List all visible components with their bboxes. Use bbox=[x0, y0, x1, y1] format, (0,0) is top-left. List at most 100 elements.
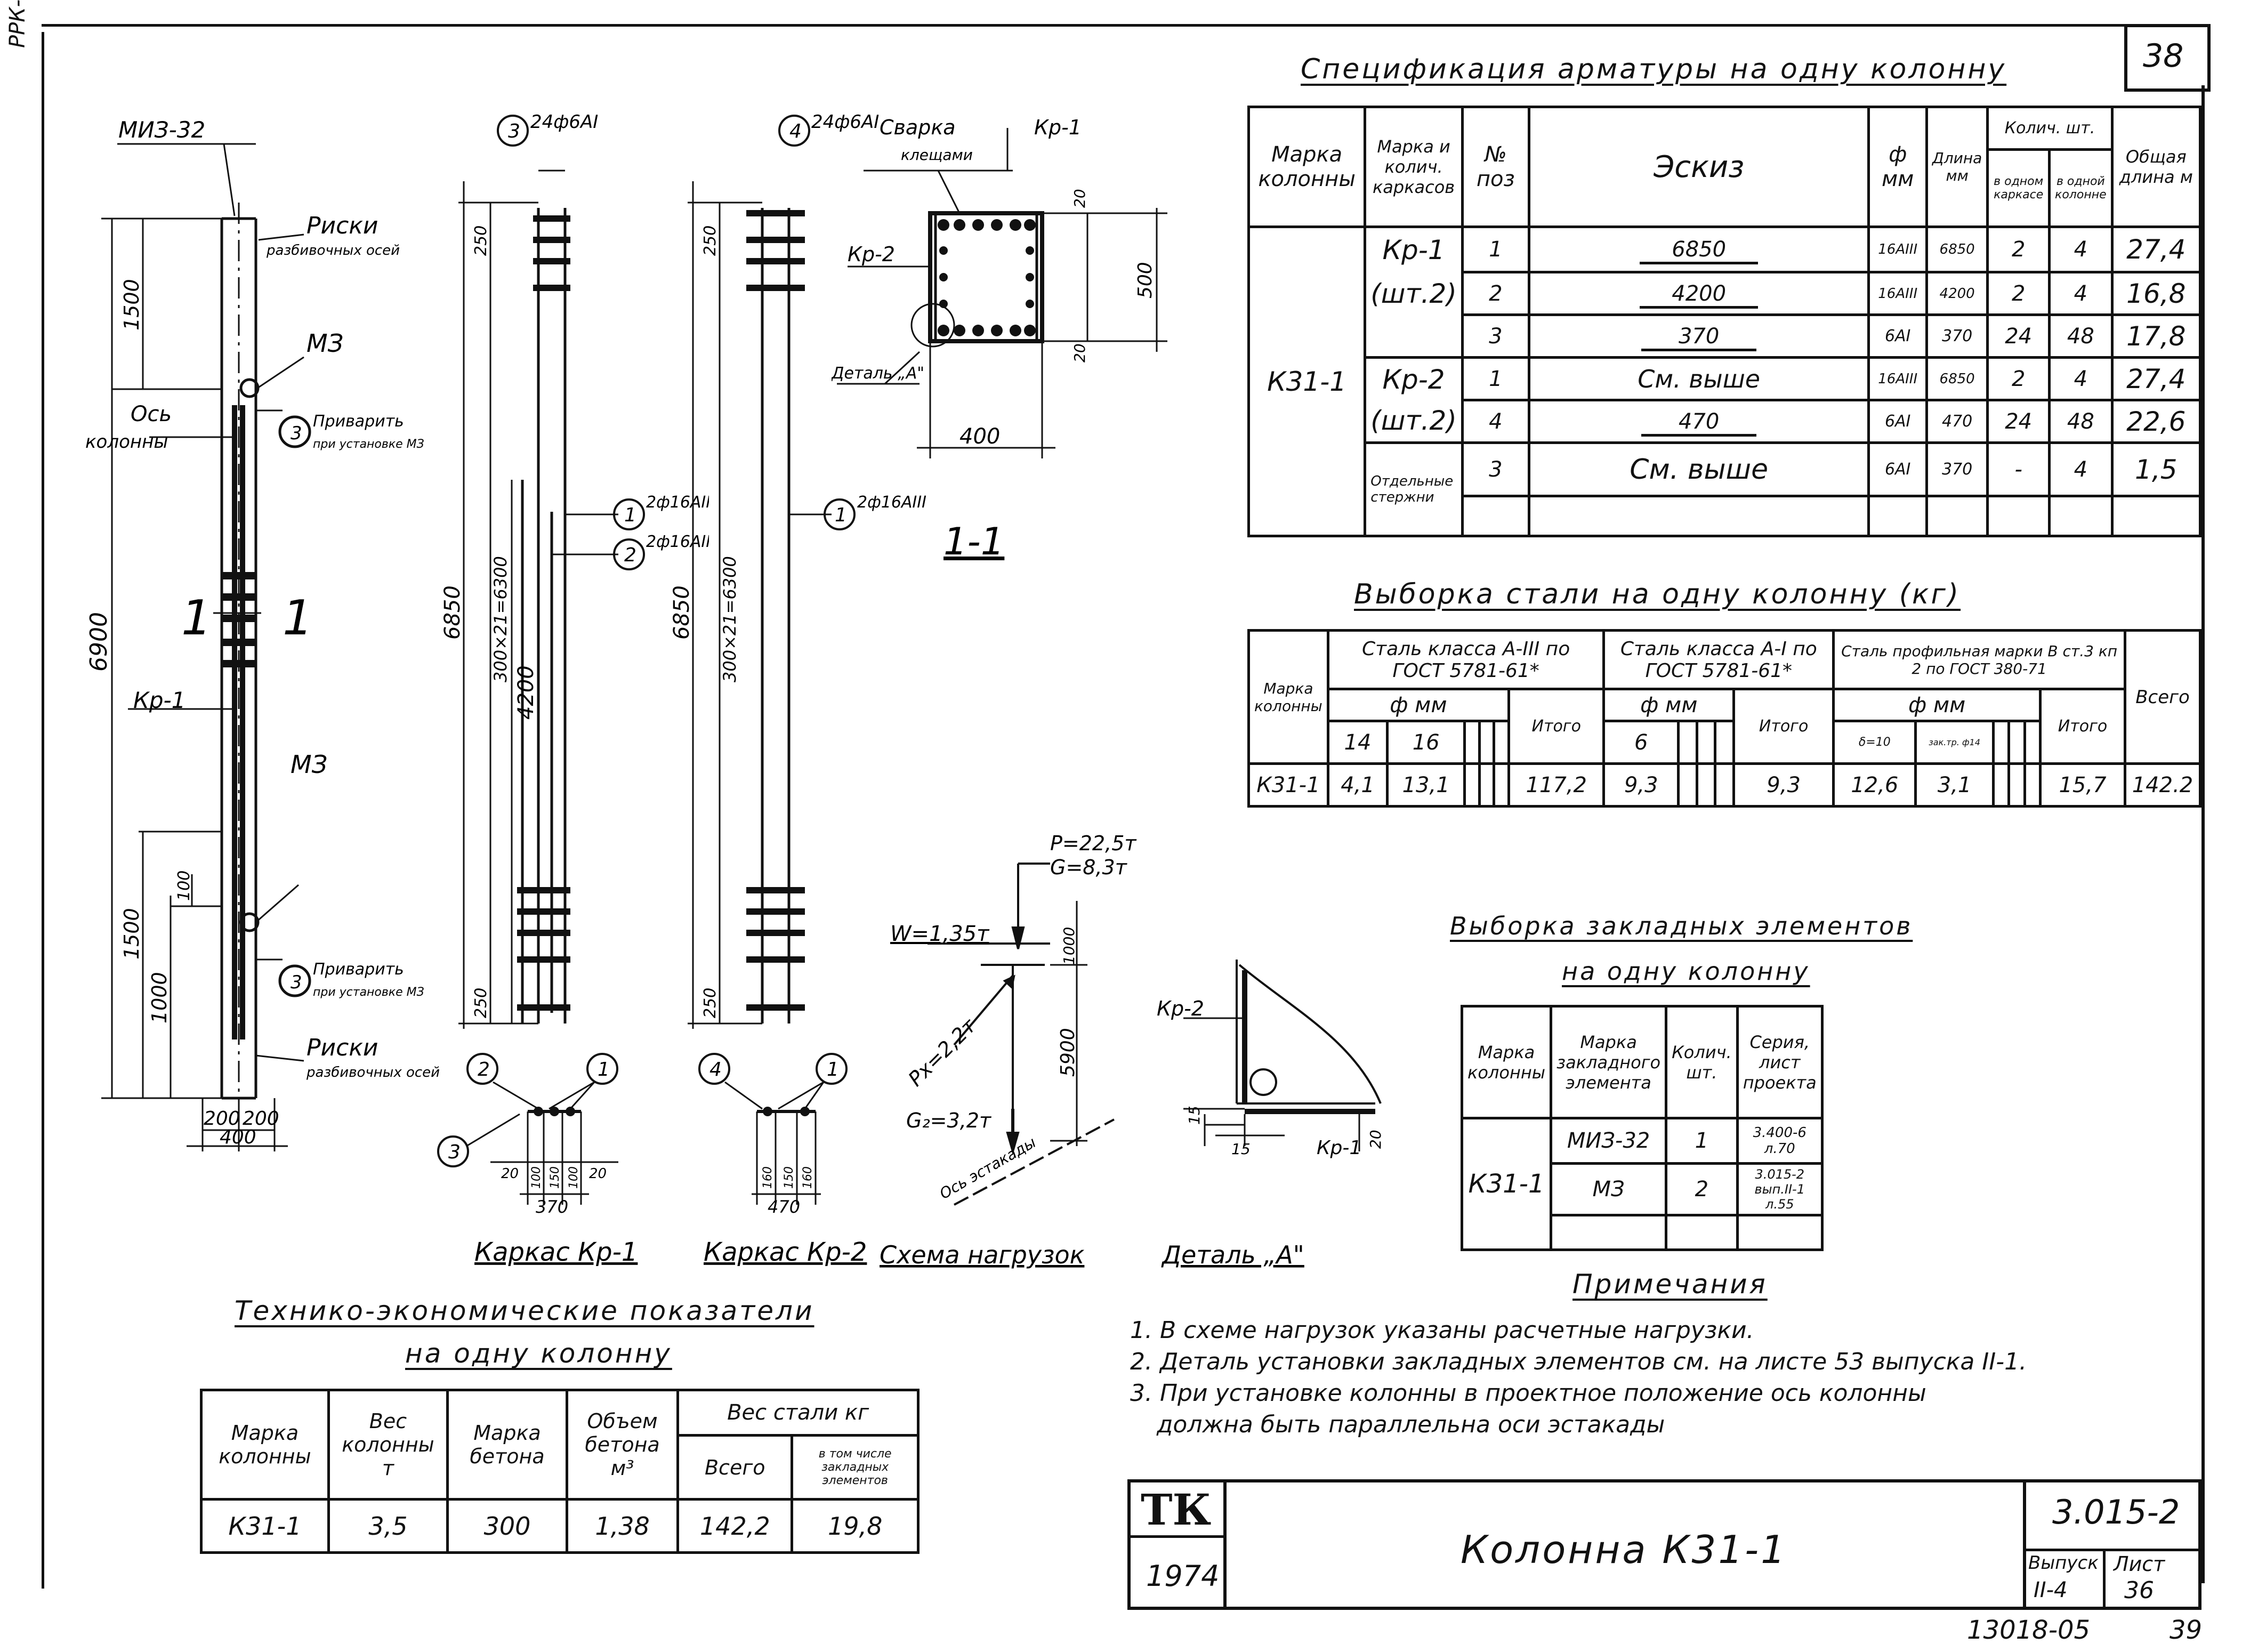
m3a-label: МЗ bbox=[307, 329, 343, 358]
spec-cell: 4 bbox=[2048, 225, 2114, 273]
steel-cell bbox=[1463, 762, 1481, 808]
tech-cell: К31-1 bbox=[200, 1498, 330, 1554]
tech-cell: 142,2 bbox=[676, 1498, 794, 1554]
steel-table: Марка колонны Сталь класса А-III по ГОСТ… bbox=[1247, 629, 2201, 808]
c2-dim-6850: 6850 bbox=[670, 585, 694, 640]
k1-pos3: 3 bbox=[448, 1141, 461, 1163]
detail-a-title: Деталь „А" bbox=[1161, 1240, 1304, 1269]
steel-cell bbox=[1695, 762, 1717, 808]
k1-dim-w1: 100 bbox=[530, 1166, 543, 1189]
spec-cell: 6AI bbox=[1867, 441, 1928, 497]
kp1-label: Кр-1 bbox=[133, 687, 186, 713]
spec-cell: 22,6 bbox=[2110, 399, 2202, 444]
spec-row: К31-1 Кр-1 1 6850 16AIII 6850 2 4 27,4 bbox=[1247, 225, 2202, 537]
spec-cell: 470 bbox=[1527, 399, 1870, 444]
c1-dim-4200: 4200 bbox=[514, 665, 538, 720]
c1-dim-6850: 6850 bbox=[440, 585, 465, 640]
load-p: P=22,5т bbox=[1050, 832, 1137, 855]
sec-dim-500: 500 bbox=[1134, 262, 1156, 299]
stamp-logo: ТК bbox=[1141, 1485, 1212, 1535]
spec-cell: 27,4 bbox=[2110, 356, 2202, 401]
steel-h-blank bbox=[1463, 720, 1481, 765]
tech-cell: 19,8 bbox=[791, 1498, 920, 1554]
stamp-issue: II-4 bbox=[2034, 1578, 2068, 1602]
spec-row: (шт.2) 4 470 6AI 470 24 48 22,6 bbox=[1249, 399, 2202, 444]
tech-subtitle: на одну колонну bbox=[405, 1338, 672, 1369]
spec-sketch: 370 bbox=[1641, 324, 1757, 351]
stamp-issue-label: Выпуск bbox=[2028, 1552, 2099, 1574]
spec-cell: 6AI bbox=[1867, 313, 1928, 359]
spec-cell: 6850 bbox=[1527, 225, 1870, 273]
spec-cell: 470 bbox=[1925, 399, 1989, 444]
note-item: должна быть параллельна оси эстакады bbox=[1157, 1411, 1665, 1438]
notes-list: 1. В схеме нагрузок указаны расчетные на… bbox=[1130, 1317, 2027, 1438]
note-item: 2. Деталь установки закладных элементов … bbox=[1130, 1348, 2027, 1375]
sheet-number-top: 38 bbox=[2143, 37, 2184, 75]
load-g2: G₂=3,2т bbox=[906, 1109, 992, 1132]
detail-dim-15b: 15 bbox=[1231, 1140, 1251, 1158]
stamp-divider bbox=[2103, 1549, 2106, 1610]
sec-dim-20b: 20 bbox=[1071, 343, 1088, 362]
weld2b-label: при установке МЗ bbox=[313, 986, 424, 999]
steel-h-d6: 6 bbox=[1602, 720, 1680, 765]
spec-cell: 2 bbox=[1986, 356, 2051, 401]
frame-top bbox=[42, 24, 2126, 27]
sheet-number-bottom: 39 bbox=[2170, 1615, 2203, 1645]
spec-row: Кр-2 1 См. выше 16AIII 6850 2 4 27,4 bbox=[1249, 356, 2202, 401]
spec-cell: 24 bbox=[1986, 399, 2051, 444]
steel-cell: 3,1 bbox=[1914, 762, 1995, 808]
sec-kp1-label: Кр-1 bbox=[1034, 116, 1082, 139]
section-mark-right: 1 bbox=[283, 590, 313, 646]
steel-cell: 117,2 bbox=[1507, 762, 1606, 808]
tech-h-beton: Марка бетона bbox=[446, 1389, 568, 1501]
riski2-label: Риски bbox=[307, 1034, 378, 1061]
spec-cell: 6850 bbox=[1925, 356, 1989, 401]
steel-cell: 9,3 bbox=[1602, 762, 1680, 808]
k1-dim-20b: 20 bbox=[589, 1166, 607, 1182]
c2-bar1: 2ф16AIII bbox=[857, 493, 926, 512]
weld1-label: Приварить bbox=[313, 412, 404, 431]
spec-h-vkarkase: в одном каркасе bbox=[1986, 148, 2051, 228]
spec-h-length: Длина мм bbox=[1925, 106, 1989, 228]
section-title: 1-1 bbox=[943, 520, 1004, 563]
load-g: G=8,3т bbox=[1050, 856, 1128, 879]
emb-h-series: Серия, лист проекта bbox=[1736, 1005, 1824, 1119]
steel-h-blank bbox=[1478, 720, 1496, 765]
k2-dim-w3: 160 bbox=[801, 1166, 814, 1189]
emb-cell: МИЗ-32 bbox=[1550, 1117, 1668, 1165]
k2-dim-w2: 150 bbox=[783, 1166, 796, 1189]
spec-cell bbox=[2110, 495, 2202, 537]
stamp-divider bbox=[2023, 1479, 2026, 1610]
steel-cell bbox=[1493, 762, 1510, 808]
spec-sketch: 6850 bbox=[1640, 237, 1759, 264]
riski1-label: Риски bbox=[307, 212, 378, 239]
spec-h-eskiz: Эскиз bbox=[1527, 106, 1870, 228]
c1-dim-250b: 250 bbox=[472, 988, 490, 1018]
sec-detail-label: Деталь „А" bbox=[832, 364, 924, 383]
embedded-title: Выборка закладных элементов bbox=[1450, 912, 1913, 940]
c1-pos3: 3 bbox=[508, 120, 520, 142]
tech-h-marka: Марка колонны bbox=[200, 1389, 330, 1501]
k2-dim-w1: 160 bbox=[761, 1166, 775, 1189]
c1-bar1: 2ф16AIII bbox=[646, 493, 709, 512]
emb-row: К31-1 МИЗ-32 1 3.400-6 л.70 bbox=[1460, 1117, 1824, 1251]
detail-kp2: Кр-2 bbox=[1157, 997, 1204, 1020]
weld2-label: Приварить bbox=[313, 960, 404, 979]
steel-h-marka: Марка колонны bbox=[1247, 629, 1329, 765]
steel-h-phi: ф мм bbox=[1602, 688, 1736, 722]
dim-200a: 200 bbox=[204, 1108, 240, 1130]
column-elevation-drawing: МИЗ-32 Риски разбивочных осей МЗ Ось кол… bbox=[85, 117, 440, 1151]
c2-pos1: 1 bbox=[835, 504, 847, 526]
load-dim-1000: 1000 bbox=[1060, 927, 1078, 965]
spec-cell bbox=[1527, 495, 1870, 537]
section-mark-left: 1 bbox=[181, 590, 212, 646]
cage-sections-drawing: 2 1 3 4 1 370 20 20 100 150 100 470 160 … bbox=[437, 1053, 867, 1267]
spec-cell: Кр-2 bbox=[1364, 356, 1464, 400]
sec-kp2-label: Кр-2 bbox=[848, 243, 895, 266]
spec-cell: 48 bbox=[2048, 313, 2114, 359]
dim-6900: 6900 bbox=[85, 612, 112, 672]
c1-dim-step: 300×21=6300 bbox=[490, 556, 511, 682]
steel-cell bbox=[2007, 762, 2026, 808]
spec-cell: 370 bbox=[1925, 313, 1989, 359]
spec-h-vkolonne: в одной колонне bbox=[2048, 148, 2114, 228]
